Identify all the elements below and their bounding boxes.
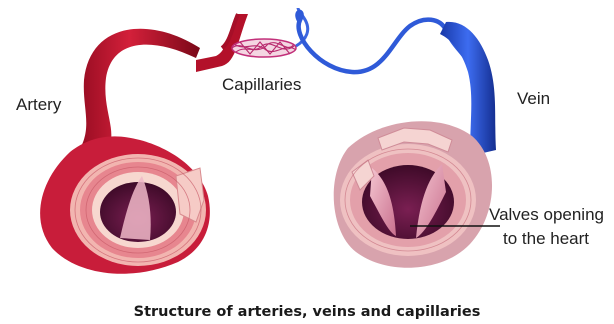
vein-label: Vein bbox=[517, 89, 550, 108]
vein-illustration bbox=[297, 12, 496, 268]
diagram-caption: Structure of arteries, veins and capilla… bbox=[134, 304, 481, 320]
valves-label-line2: to the heart bbox=[503, 229, 589, 248]
capillaries-label: Capillaries bbox=[222, 75, 301, 94]
artery-illustration bbox=[40, 14, 248, 274]
valves-label-line1: Valves opening bbox=[489, 205, 604, 224]
artery-label: Artery bbox=[16, 95, 62, 114]
vein-thin-tube bbox=[297, 12, 472, 72]
